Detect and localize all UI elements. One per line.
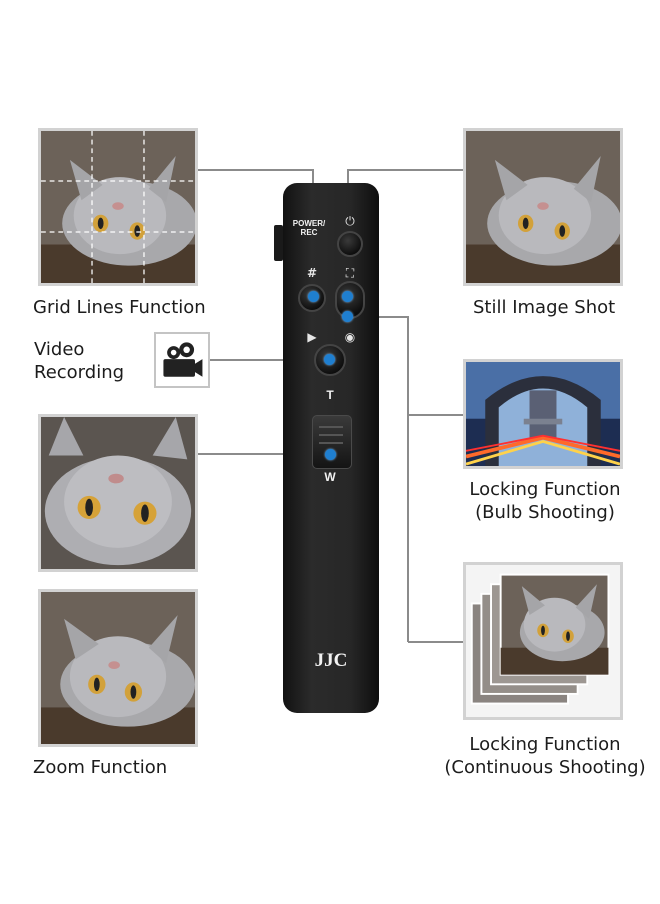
camera-icon: ◉ (344, 330, 356, 344)
bulb-connector-h2 (408, 414, 463, 416)
video-camera-icon (163, 342, 203, 377)
bulb-label-line2: (Bulb Shooting) (475, 502, 615, 523)
grid-lines-photo (38, 128, 198, 286)
fullscreen-frame-icon: ⛶ (345, 266, 355, 280)
bulb-shooting-photo (463, 359, 623, 469)
continuous-label-line2: (Continuous Shooting) (444, 757, 646, 778)
zoom-function-photo (38, 589, 198, 747)
still-image-label: Still Image Shot (473, 297, 616, 318)
power-icon: ⏻ (345, 214, 355, 228)
video-recording-label-line1: Video (34, 339, 85, 360)
still-connector-h (347, 169, 463, 171)
bulb-connector-v (407, 316, 409, 642)
video-button-dot (324, 354, 335, 365)
wide-label: W (324, 470, 336, 484)
power-rec-label-line2: REC (300, 228, 318, 237)
zoom-connector-h (198, 453, 330, 455)
grid-connector-h (198, 169, 313, 171)
power-rec-label-line1: POWER/ (292, 219, 326, 228)
brand-logo: JJC (314, 650, 348, 671)
continuous-connector-h (408, 641, 463, 643)
continuous-label-line1: Locking Function (469, 734, 621, 755)
video-recording-photo (38, 414, 198, 572)
zoom-rocker-dot (325, 449, 336, 460)
video-play-icon: ▶ (307, 330, 317, 344)
still-image-photo (463, 128, 623, 286)
grid-button-dot (308, 291, 319, 302)
shutter-button-dot (342, 291, 353, 302)
grid-lines-label: Grid Lines Function (33, 297, 206, 318)
video-camera-icon-box (154, 332, 210, 388)
grid-icon: # (306, 266, 318, 280)
zoom-rocker[interactable] (312, 415, 352, 469)
lock-dot (342, 311, 353, 322)
video-connector-h (210, 359, 329, 361)
remote-control-body: POWER/ REC ⏻ # ⛶ ▶ ◉ T W JJC (274, 183, 379, 713)
power-rec-button[interactable] (337, 231, 363, 257)
video-recording-label-line2: Recording (34, 362, 125, 383)
zoom-function-label: Zoom Function (33, 757, 168, 778)
tele-label: T (326, 388, 334, 402)
side-switch[interactable] (274, 225, 283, 261)
bulb-label-line1: Locking Function (469, 479, 621, 500)
continuous-shooting-photo (463, 562, 623, 720)
